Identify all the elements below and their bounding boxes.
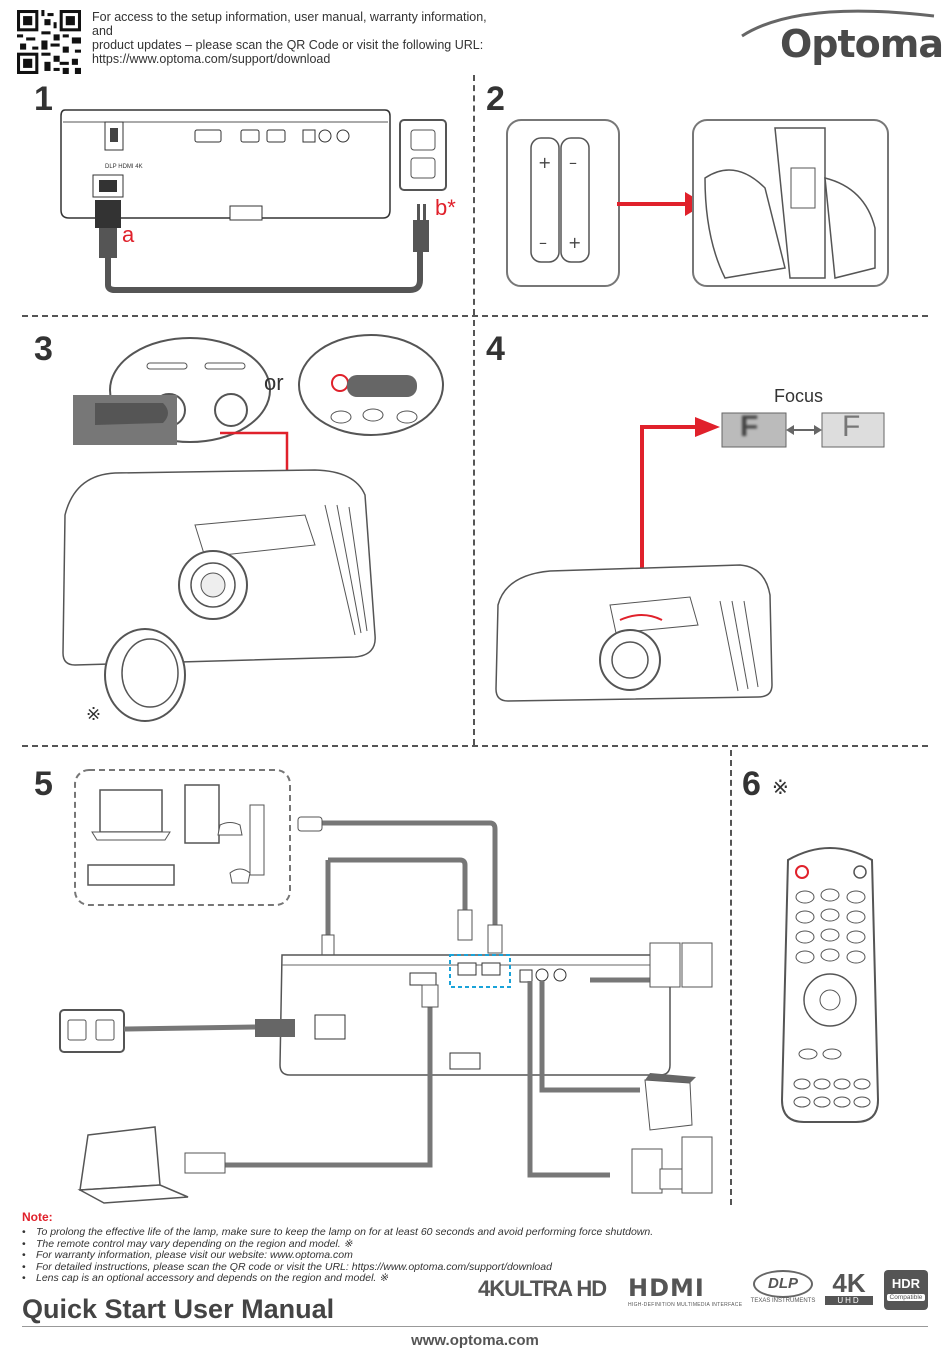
- step1-label-a: a: [122, 222, 135, 247]
- note-item: For detailed instructions, please scan t…: [22, 1261, 742, 1274]
- note-item: Lens cap is an optional accessory and de…: [22, 1273, 742, 1285]
- setup-url[interactable]: https://www.optoma.com/support/download: [92, 52, 331, 66]
- manual-title: Quick Start User Manual: [22, 1294, 335, 1324]
- note-title: Note:: [22, 1210, 53, 1224]
- dlp-logo-text: DLP: [753, 1270, 813, 1298]
- step1-projector-rear-illustration: DLP HDMI 4K: [60, 109, 447, 293]
- step-number-3: 3: [34, 330, 53, 368]
- footer-divider: [22, 1326, 928, 1327]
- step2-battery-illustration: + – – +: [506, 119, 889, 287]
- 4k-uhd-logo: 4K UHD: [825, 1270, 873, 1312]
- step-number-1: 1: [34, 80, 53, 118]
- divider-middle: [473, 320, 475, 745]
- hdr-logo-text: HDR: [891, 1276, 921, 1291]
- divider-row1: [22, 315, 928, 317]
- hdmi-logo-text: HDMI: [628, 1274, 705, 1302]
- step-number-6: 6: [742, 765, 761, 803]
- divider-row2: [22, 745, 928, 747]
- 4k-ultra-hd-logo: 4KULTRA HD: [478, 1276, 607, 1301]
- hdr-compatible-logo: HDR Compatible: [884, 1270, 928, 1310]
- divider-top: [473, 75, 475, 315]
- optoma-logo: Optoma: [780, 22, 944, 66]
- setup-text-line2: product updates – please scan the QR Cod…: [92, 38, 484, 52]
- qr-code-icon: [17, 10, 81, 74]
- svg-text:+: +: [538, 153, 551, 172]
- hdmi-logo-subtext: HIGH-DEFINITION MULTIMEDIA INTERFACE: [628, 1302, 743, 1308]
- optoma-logo-swoosh-icon: [741, 9, 935, 38]
- uhd-logo-subtext: UHD: [825, 1296, 873, 1305]
- svg-text:DLP HDMI 4K: DLP HDMI 4K: [105, 164, 143, 170]
- step6-remote-control-illustration: [780, 847, 880, 1123]
- setup-text-line1: For access to the setup information, use…: [92, 10, 487, 38]
- setup-info-text: For access to the setup information, use…: [92, 10, 492, 66]
- hdr-logo-subtext: Compatible: [887, 1294, 925, 1301]
- step4-letter-blurred: F: [740, 410, 759, 443]
- step3-reference-mark: ※: [86, 704, 102, 724]
- step1-label-b: b*: [435, 195, 456, 220]
- note-item: To prolong the effective life of the lam…: [22, 1226, 742, 1239]
- note-section: Note: To prolong the effective life of t…: [22, 1210, 742, 1285]
- step-number-4: 4: [486, 330, 505, 368]
- svg-text:–: –: [569, 153, 577, 172]
- svg-text:–: –: [539, 233, 547, 252]
- step-number-5: 5: [34, 765, 53, 803]
- footer-website-link[interactable]: www.optoma.com: [411, 1332, 539, 1349]
- step4-focus-illustration: [495, 412, 885, 702]
- step6-reference-mark: ※: [772, 777, 789, 799]
- dlp-logo-subtext: TEXAS INSTRUMENTS: [750, 1298, 816, 1304]
- step4-letter-sharp: F: [842, 410, 861, 443]
- step3-or-label: or: [264, 370, 284, 395]
- dlp-logo: DLP TEXAS INSTRUMENTS: [748, 1270, 818, 1312]
- divider-bottom: [730, 750, 732, 1205]
- 4k-logo-text: 4K: [832, 1268, 866, 1298]
- note-item: The remote control may vary depending on…: [22, 1238, 742, 1251]
- note-list: To prolong the effective life of the lam…: [22, 1226, 742, 1285]
- step5-connections-illustration: [59, 769, 713, 1204]
- step-number-2: 2: [486, 80, 505, 118]
- svg-text:+: +: [568, 233, 581, 252]
- note-item: For warranty information, please visit o…: [22, 1250, 742, 1262]
- step3-power-on-illustration: [62, 334, 444, 722]
- step4-focus-label: Focus: [774, 386, 824, 406]
- hdmi-logo: HDMI HIGH-DEFINITION MULTIMEDIA INTERFAC…: [628, 1274, 742, 1316]
